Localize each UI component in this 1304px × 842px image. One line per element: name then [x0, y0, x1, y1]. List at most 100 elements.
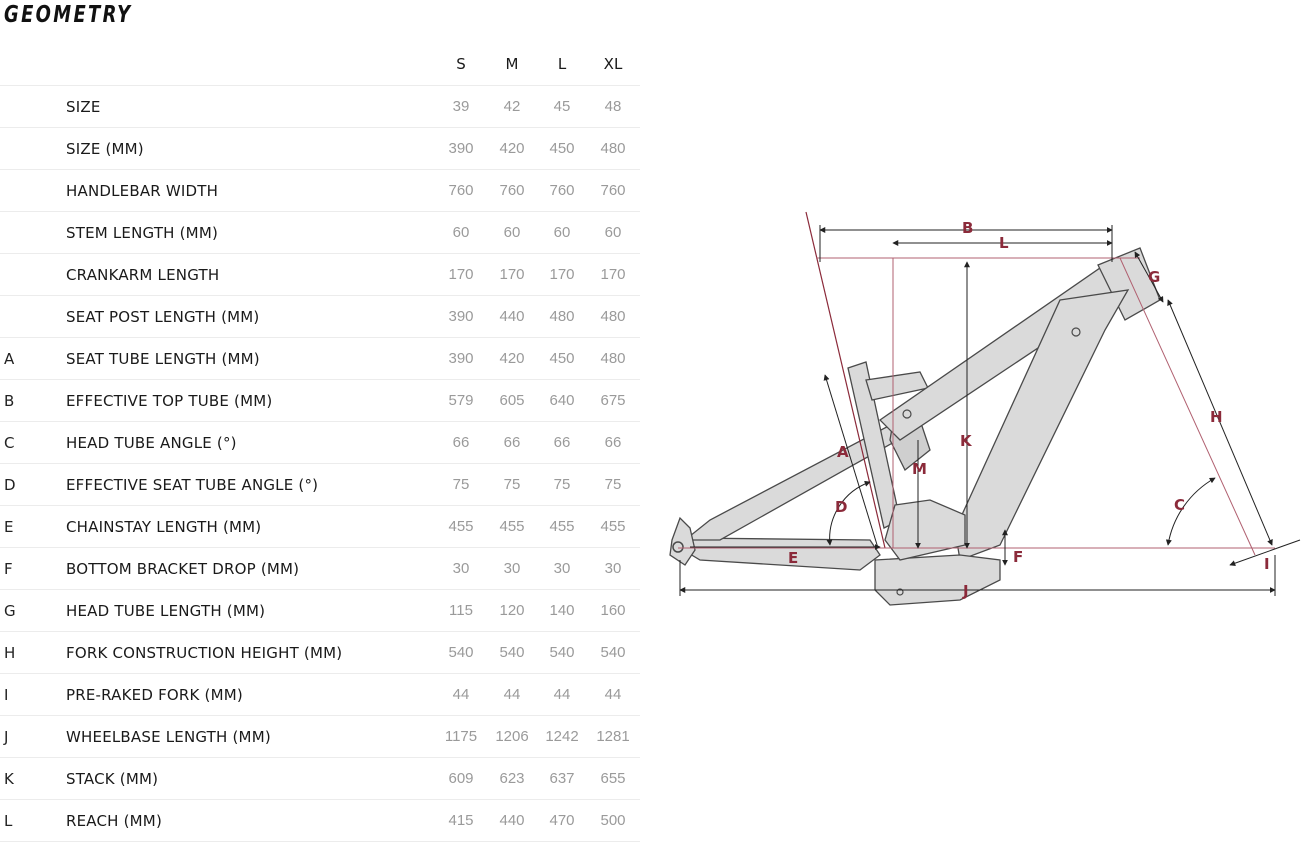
row-value: 120	[499, 602, 525, 619]
row-value: 640	[549, 392, 575, 409]
bike-geometry-diagram: B L G H K M A D C E F I J	[669, 211, 1301, 606]
row-letter: L	[4, 811, 13, 830]
row-value: 1281	[596, 728, 630, 745]
row-value: 60	[553, 224, 571, 241]
diagram-label-f: F	[1013, 548, 1023, 566]
row-value: 30	[503, 560, 521, 577]
row-value: 170	[549, 266, 575, 283]
diagram-label-k: K	[960, 432, 973, 450]
row-value: 420	[499, 140, 525, 157]
row-value: 390	[448, 308, 474, 325]
diagram-label-a: A	[837, 443, 849, 461]
row-value: 605	[499, 392, 525, 409]
row-label: STACK (MM)	[66, 769, 159, 788]
row-value: 540	[549, 644, 575, 661]
row-letter: A	[4, 349, 15, 368]
row-value: 623	[499, 770, 525, 787]
row-value: 1242	[545, 728, 579, 745]
table-row: CRANKARM LENGTH 170 170 170 170	[0, 254, 640, 296]
row-value: 579	[448, 392, 474, 409]
row-value: 170	[600, 266, 626, 283]
row-value: 470	[549, 812, 575, 829]
row-value: 480	[600, 350, 626, 367]
diagram-label-b: B	[962, 219, 973, 237]
row-value: 75	[503, 476, 521, 493]
row-value: 140	[549, 602, 575, 619]
row-value: 66	[452, 434, 470, 451]
row-value: 540	[448, 644, 474, 661]
row-letter: J	[4, 727, 9, 746]
diagram-label-m: M	[912, 460, 927, 478]
row-value: 48	[604, 98, 622, 115]
row-value: 60	[452, 224, 470, 241]
row-value: 455	[448, 518, 474, 535]
dropout	[669, 516, 696, 566]
row-value: 45	[553, 98, 571, 115]
row-value: 455	[600, 518, 626, 535]
row-value: 420	[499, 350, 525, 367]
column-header-xl: XL	[603, 54, 623, 73]
row-value: 60	[503, 224, 521, 241]
row-value: 30	[553, 560, 571, 577]
row-value: 170	[448, 266, 474, 283]
row-value: 760	[600, 182, 626, 199]
row-label: WHEELBASE LENGTH (MM)	[66, 727, 271, 746]
page-title: GEOMETRY	[4, 2, 133, 28]
row-letter: F	[4, 559, 13, 578]
row-value: 42	[503, 98, 521, 115]
row-value: 170	[499, 266, 525, 283]
row-value: 44	[503, 686, 521, 703]
row-letter: B	[4, 391, 15, 410]
row-label: CRANKARM LENGTH	[66, 265, 220, 284]
row-value: 75	[604, 476, 622, 493]
table-header-row: S M L XL	[0, 42, 640, 86]
column-header-l: L	[557, 54, 567, 73]
row-label: HEAD TUBE LENGTH (MM)	[66, 601, 266, 620]
row-label: STEM LENGTH (MM)	[66, 223, 219, 242]
row-value: 160	[600, 602, 626, 619]
row-value: 440	[499, 812, 525, 829]
row-value: 30	[452, 560, 470, 577]
table-row: STEM LENGTH (MM) 60 60 60 60	[0, 212, 640, 254]
row-letter: H	[4, 643, 16, 662]
diagram-label-h: H	[1210, 408, 1223, 426]
row-value: 44	[452, 686, 470, 703]
row-value: 44	[604, 686, 622, 703]
row-value: 480	[600, 308, 626, 325]
diagram-label-g: G	[1148, 268, 1160, 286]
column-header-s: S	[456, 54, 466, 73]
row-value: 60	[604, 224, 622, 241]
row-letter: K	[4, 769, 14, 788]
row-label: FORK CONSTRUCTION HEIGHT (MM)	[66, 643, 343, 662]
row-label: SEAT POST LENGTH (MM)	[66, 307, 260, 326]
row-label: EFFECTIVE SEAT TUBE ANGLE (°)	[66, 475, 319, 494]
row-value: 760	[448, 182, 474, 199]
row-value: 455	[549, 518, 575, 535]
row-value: 30	[604, 560, 622, 577]
row-value: 500	[600, 812, 626, 829]
row-value: 609	[448, 770, 474, 787]
row-value: 1175	[444, 728, 478, 745]
row-value: 760	[499, 182, 525, 199]
row-letter: G	[4, 601, 16, 620]
row-value: 75	[553, 476, 571, 493]
row-value: 440	[499, 308, 525, 325]
row-label: PRE-RAKED FORK (MM)	[66, 685, 243, 704]
row-label: HANDLEBAR WIDTH	[66, 181, 219, 200]
row-label: BOTTOM BRACKET DROP (MM)	[66, 559, 300, 578]
row-value: 390	[448, 140, 474, 157]
row-label: SEAT TUBE LENGTH (MM)	[66, 349, 260, 368]
row-value: 455	[499, 518, 525, 535]
row-letter: D	[4, 475, 16, 494]
row-value: 480	[600, 140, 626, 157]
